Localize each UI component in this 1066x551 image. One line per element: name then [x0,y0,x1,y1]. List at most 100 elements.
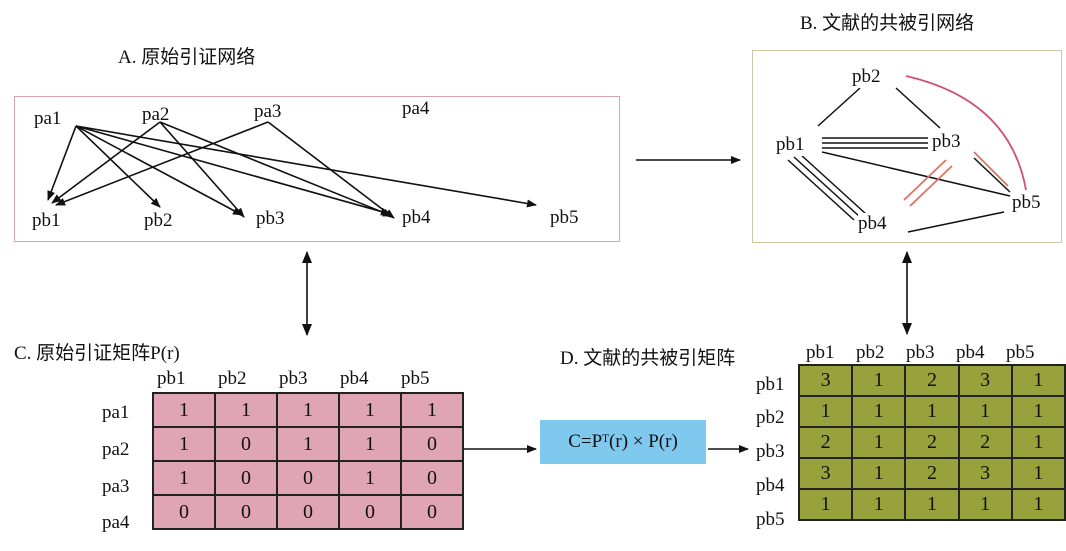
edge-pb1-pb4-b [793,156,861,218]
edge-pb3-pb5-hl [973,151,1009,187]
cocite-node-pb4: pb4 [858,213,887,235]
edge-pb3-pb4-b [909,165,953,207]
node-pb5: pb5 [550,207,579,228]
matrix-cell: 1 [904,488,960,521]
table-row: 1 0 0 1 0 [152,460,464,496]
edge-pb3-pb4-a [903,159,947,201]
matrix-cell: 2 [904,426,960,459]
panel-b-frame [752,50,1062,243]
c-col-header: pb4 [340,368,369,389]
matrix-cell: 0 [214,460,278,496]
matrix-cell: 2 [904,364,960,397]
matrix-cell: 0 [152,494,216,530]
d-row-header: pb1 [756,374,785,395]
matrix-cell: 0 [276,460,340,496]
matrix-cell: 0 [276,494,340,530]
table-row: 3 1 2 3 1 [797,364,1066,397]
matrix-cell: 2 [904,457,960,490]
matrix-cell: 1 [1010,364,1066,397]
matrix-cell: 1 [214,392,278,428]
c-row-header: pa1 [102,402,130,423]
matrix-cell: 1 [338,392,402,428]
table-row: 0 0 0 0 0 [152,494,464,530]
edge-pb2-pb5 [905,75,1027,191]
cocite-node-pb2: pb2 [852,66,881,88]
matrix-cell: 0 [400,494,464,530]
edge-pa3-pb1 [55,121,269,206]
panel-a-frame [14,96,620,242]
matrix-cell: 0 [214,494,278,530]
edge-pb2-pb3 [895,87,941,129]
d-row-header: pb2 [756,407,785,428]
edge-pb1-pb4-a [787,159,855,221]
matrix-cell: 1 [1010,488,1066,521]
d-col-header: pb1 [806,342,835,363]
c-col-header: pb3 [279,368,308,389]
matrix-cell: 1 [1010,457,1066,490]
matrix-cell: 1 [797,488,854,521]
matrix-cell: 1 [152,460,216,496]
formula-box: C=Pᵀ(r) × P(r) [540,420,706,464]
edge-pb1-pb5 [821,151,1011,197]
d-col-header: pb4 [956,342,985,363]
c-col-header: pb5 [401,368,430,389]
table-row: 1 1 1 1 1 [152,392,464,428]
matrix-cell: 2 [797,426,854,459]
panel-b-title: B. 文献的共被引网络 [800,13,975,34]
d-row-header: pb5 [756,509,785,530]
edge-pa2-pb3 [159,121,245,218]
matrix-cell: 1 [276,392,340,428]
edge-pb2-pb1 [817,87,861,127]
node-pa2: pa2 [142,104,170,125]
matrix-cell: 0 [214,426,278,462]
matrix-cell: 1 [851,364,907,397]
matrix-cell: 1 [338,460,402,496]
matrix-cell: 1 [851,395,907,428]
matrix-cell: 1 [400,392,464,428]
matrix-cell: 0 [400,426,464,462]
cocitation-matrix: 3 1 2 3 1 1 1 1 1 1 2 1 2 2 1 3 1 2 3 1 … [797,364,1066,521]
matrix-cell: 3 [957,364,1013,397]
matrix-cell: 1 [152,426,216,462]
edge-pa1-pb2 [75,125,161,208]
matrix-cell: 1 [957,395,1013,428]
node-pa4: pa4 [402,98,430,119]
edge-pa1-pb5 [75,125,537,208]
panel-a-title: A. 原始引证网络 [118,47,256,68]
c-col-header: pb2 [218,368,247,389]
panel-c-title: C. 原始引证矩阵P(r) [14,343,180,364]
c-row-header: pa3 [102,476,130,497]
matrix-cell: 0 [338,494,402,530]
cocite-node-pb1: pb1 [776,134,805,156]
matrix-cell: 3 [797,364,854,397]
d-col-header: pb5 [1006,342,1035,363]
c-row-header: pa4 [102,512,130,533]
edge-pa1-pb1 [47,125,77,201]
edge-pa2-pb4 [159,121,393,217]
c-row-header: pa2 [102,439,130,460]
d-col-header: pb2 [856,342,885,363]
node-pa3: pa3 [254,101,282,122]
matrix-cell: 1 [276,426,340,462]
table-row: 3 1 2 3 1 [797,457,1066,490]
node-pb2: pb2 [144,210,173,231]
matrix-cell: 1 [152,392,216,428]
d-col-header: pb3 [906,342,935,363]
table-row: 1 0 1 1 0 [152,426,464,462]
cocite-node-pb5: pb5 [1012,192,1041,214]
matrix-cell: 1 [1010,395,1066,428]
edge-pa1-pb4 [75,125,391,216]
matrix-cell: 1 [797,395,854,428]
edge-pa1-pb3 [75,125,243,216]
table-row: 2 1 2 2 1 [797,426,1066,459]
matrix-cell: 1 [338,426,402,462]
matrix-cell: 2 [957,426,1013,459]
cocite-node-pb3: pb3 [932,131,961,153]
c-col-header: pb1 [157,368,186,389]
matrix-cell: 1 [851,457,907,490]
matrix-cell: 1 [1010,426,1066,459]
citation-matrix: 1 1 1 1 1 1 0 1 1 0 1 0 0 1 0 0 0 0 0 0 [152,392,464,530]
table-row: 1 1 1 1 1 [797,395,1066,428]
edge-pb4-pb5 [907,211,1005,233]
